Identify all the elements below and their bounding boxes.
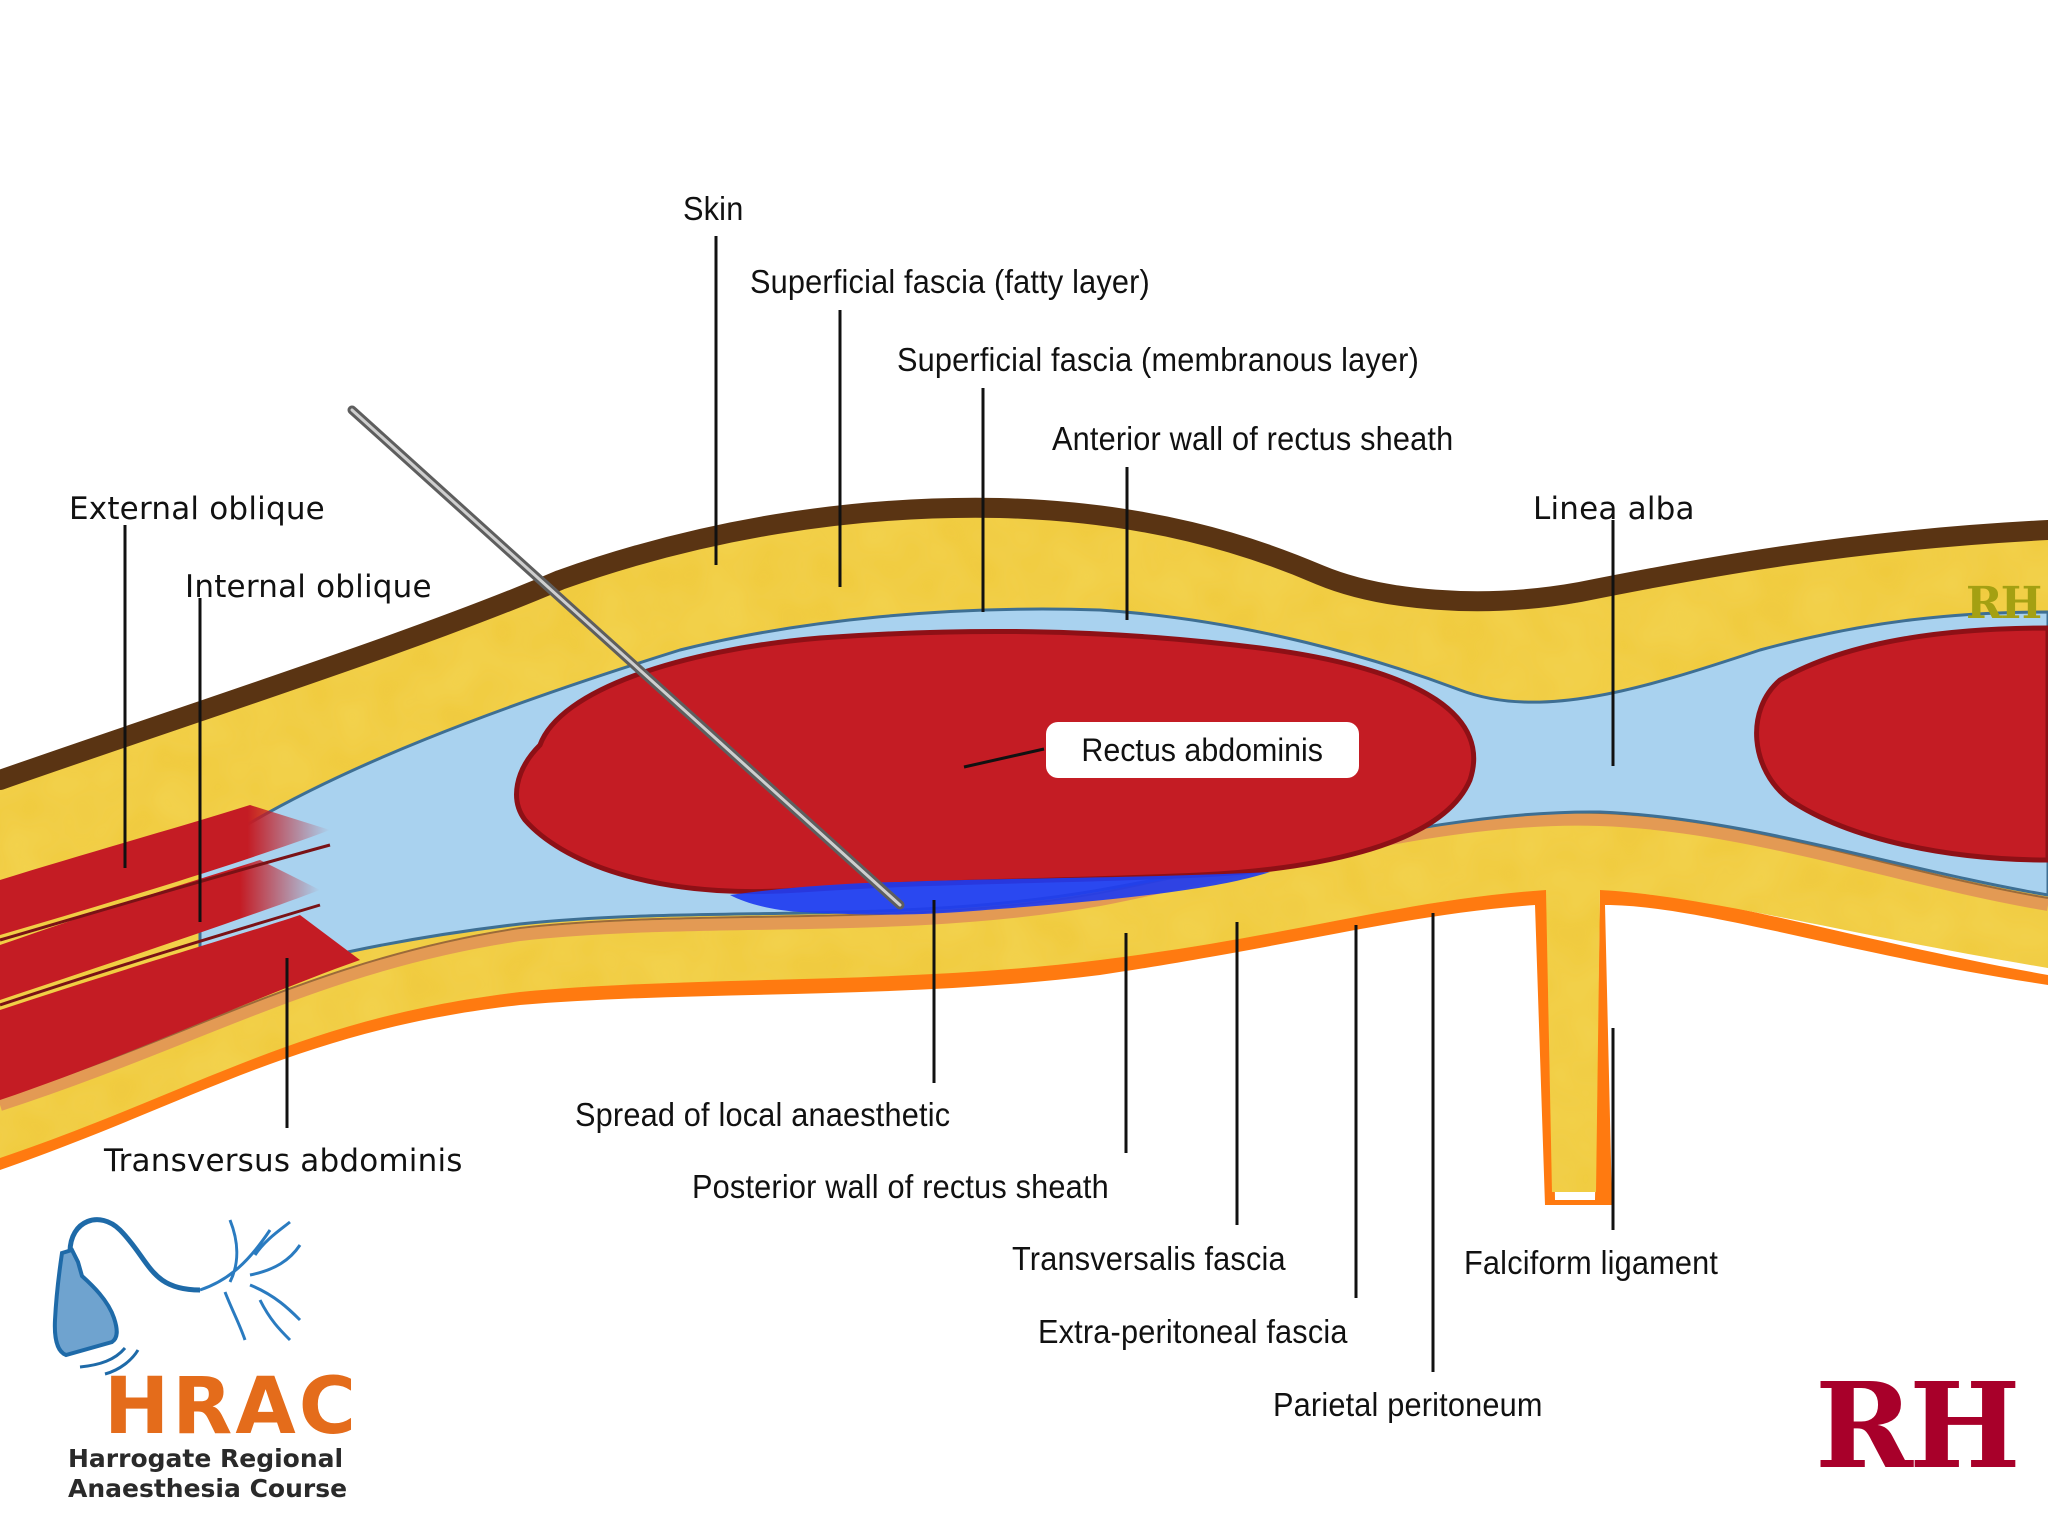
label-anterior-rectus-sheath: Anterior wall of rectus sheath xyxy=(1052,420,1454,457)
ultrasound-probe-icon xyxy=(52,1247,119,1358)
leader-rectus-abdominis xyxy=(963,747,1045,769)
oblique-separator-2 xyxy=(0,903,321,1007)
label-superficial-fatty: Superficial fascia (fatty layer) xyxy=(750,263,1150,300)
hrac-logo-graphic xyxy=(52,1217,302,1376)
label-skin: Skin xyxy=(683,190,744,227)
label-superficial-membranous: Superficial fascia (membranous layer) xyxy=(897,341,1419,378)
hrac-logo-line1: Harrogate Regional xyxy=(68,1444,344,1473)
label-posterior-rectus-sheath: Posterior wall of rectus sheath xyxy=(692,1168,1109,1205)
label-transversalis-fascia: Transversalis fascia xyxy=(1012,1240,1286,1277)
rectus-abdominis-right xyxy=(1754,625,2048,863)
needle-highlight xyxy=(350,408,902,907)
label-external-oblique: External oblique xyxy=(69,491,325,527)
hrac-logo-line2: Anaesthesia Course xyxy=(68,1474,348,1503)
probe-cable xyxy=(67,1217,201,1293)
transversus-abdominis-muscle xyxy=(0,915,360,1100)
rh-watermark: RH xyxy=(1966,578,2042,629)
rh-logo: RH xyxy=(1815,1356,2021,1495)
local-anaesthetic-spread xyxy=(730,872,1270,915)
label-internal-oblique: Internal oblique xyxy=(185,569,432,605)
nerve-branches-icon xyxy=(199,1219,302,1342)
skin-layer xyxy=(0,497,2048,790)
label-transversus-abdominis: Transversus abdominis xyxy=(104,1143,463,1179)
hrac-logo-acronym: HRAC xyxy=(104,1362,359,1452)
transversalis-fascia-layer xyxy=(0,813,2048,1111)
rectus-abdominis-callout: Rectus abdominis xyxy=(1046,722,1359,778)
internal-oblique-muscle xyxy=(0,860,320,1000)
external-oblique-muscle xyxy=(0,805,330,935)
oblique-separator-1 xyxy=(0,843,331,942)
label-falciform-ligament: Falciform ligament xyxy=(1464,1244,1719,1281)
label-extra-peritoneal-fascia: Extra-peritoneal fascia xyxy=(1038,1313,1348,1350)
leader-lines xyxy=(123,236,1615,1372)
label-spread-la: Spread of local anaesthetic xyxy=(575,1096,951,1133)
label-rectus-abdominis: Rectus abdominis xyxy=(1081,731,1324,768)
probe-waves-icon xyxy=(79,1347,140,1376)
label-parietal-peritoneum: Parietal peritoneum xyxy=(1273,1386,1543,1423)
label-linea-alba: Linea alba xyxy=(1533,491,1695,527)
